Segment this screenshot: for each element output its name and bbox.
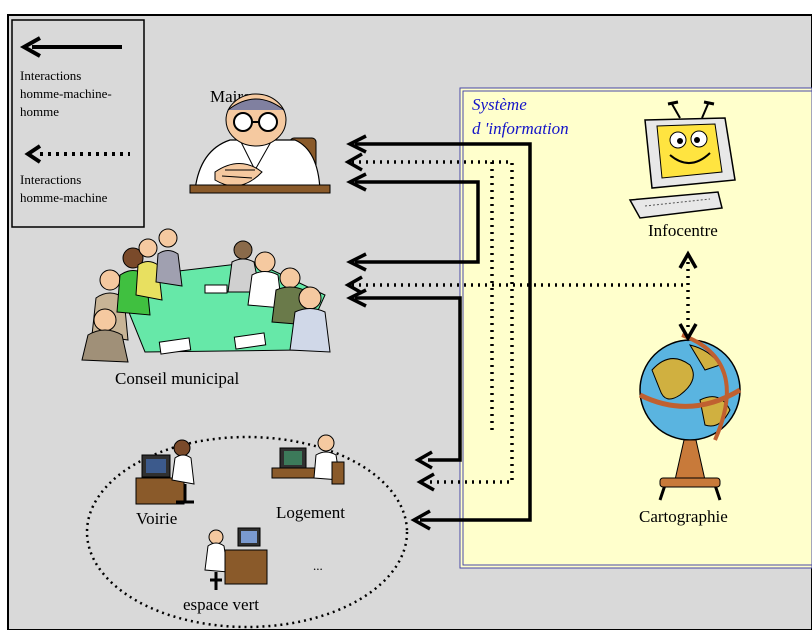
legend-dotted-label-line-2: homme-machine bbox=[20, 190, 108, 205]
solid-interaction-arrow-maire bbox=[355, 142, 532, 522]
globe-icon bbox=[638, 333, 742, 501]
dotted-arrow-legend-icon bbox=[24, 144, 130, 164]
espace-vert-workstation-icon bbox=[204, 527, 268, 590]
logement-workstation-icon bbox=[271, 434, 345, 485]
system-information-panel: Système d 'information bbox=[459, 87, 812, 569]
arrowhead-maire-solid bbox=[346, 134, 367, 154]
legend-solid-label-line-3: homme bbox=[20, 104, 59, 119]
solid-interaction-arrow-maire-conseil bbox=[355, 180, 480, 264]
arrowhead-services-solid bbox=[410, 509, 431, 531]
services-group-boundary bbox=[85, 435, 409, 629]
more-services-ellipsis: ... bbox=[313, 558, 323, 573]
voirie-label: Voirie bbox=[136, 509, 177, 528]
system-title-line-2: d 'information bbox=[472, 119, 569, 138]
espace-vert-label: espace vert bbox=[183, 595, 259, 614]
legend: Interactions homme-machine- homme Intera… bbox=[11, 19, 145, 228]
cartographie-label: Cartographie bbox=[639, 507, 728, 526]
interaction-arrows bbox=[344, 134, 698, 531]
solid-interaction-arrow-conseil-services bbox=[355, 296, 462, 462]
legend-dotted-label-line-1: Interactions bbox=[20, 172, 81, 187]
mayor-icon bbox=[189, 93, 331, 194]
logement-label: Logement bbox=[276, 503, 345, 522]
council-meeting-icon bbox=[81, 228, 331, 363]
solid-arrow-legend-icon bbox=[19, 36, 122, 58]
system-title-line-1: Système bbox=[472, 95, 527, 114]
infocentre-computer-icon bbox=[628, 100, 736, 219]
legend-solid-label-line-2: homme-machine- bbox=[20, 86, 112, 101]
voirie-workstation-icon bbox=[135, 439, 195, 505]
infocentre-label: Infocentre bbox=[648, 221, 718, 240]
legend-solid-label-line-1: Interactions bbox=[20, 68, 81, 83]
conseil-label: Conseil municipal bbox=[115, 369, 239, 388]
